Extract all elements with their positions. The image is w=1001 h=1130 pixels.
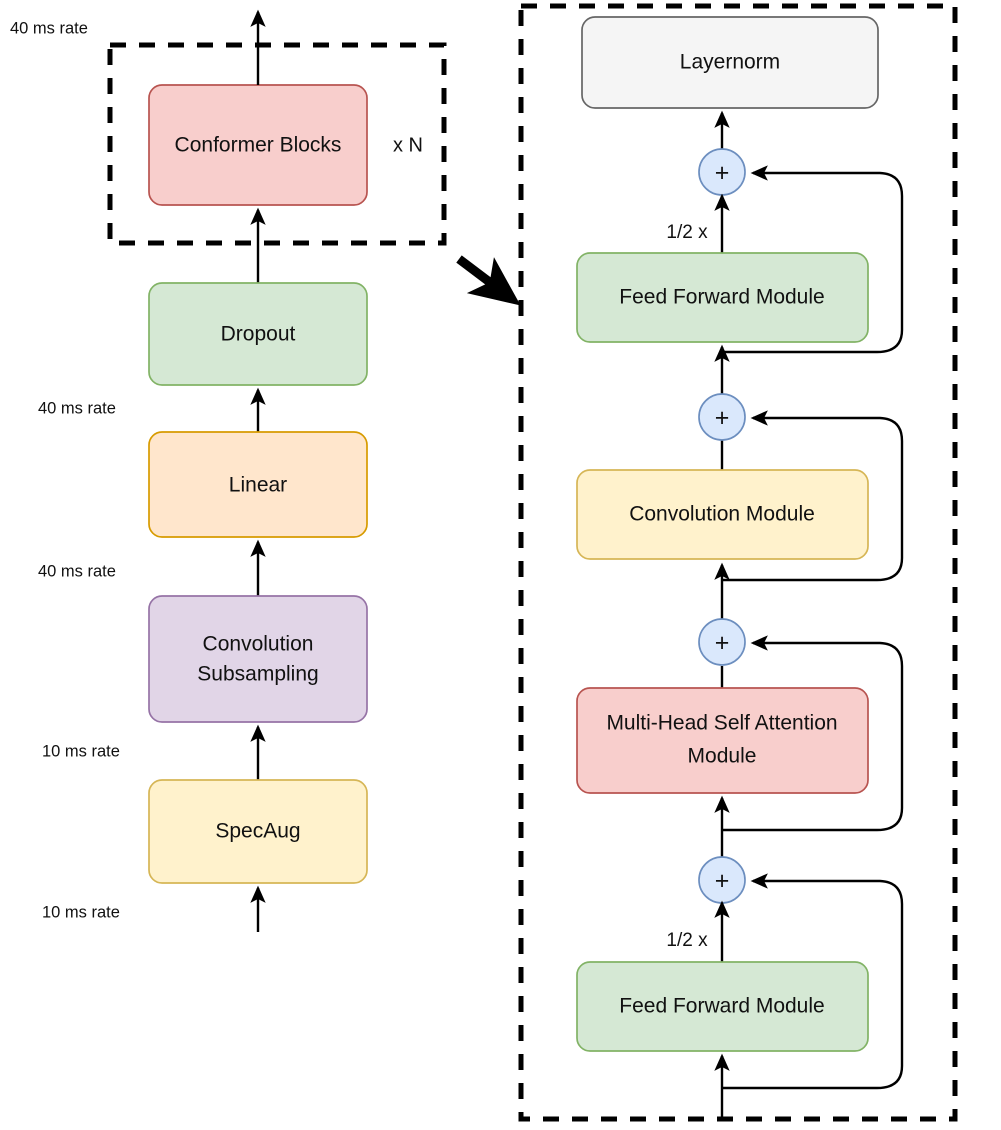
convolution-subsampling-label-line2: Subsampling: [197, 663, 318, 686]
dropout-label: Dropout: [221, 323, 296, 346]
rate-label-linear-input: 40 ms rate: [38, 562, 116, 580]
block-dropout[interactable]: Dropout: [148, 282, 368, 386]
layernorm-rect[interactable]: [581, 16, 879, 109]
adder-ffn-symbol: +: [715, 867, 730, 895]
adder-ffn[interactable]: +: [698, 856, 746, 904]
scale-label-bottom: 1/2 x: [666, 930, 708, 951]
block-linear[interactable]: Linear: [148, 431, 368, 538]
block-multi-head-self-attention-module[interactable]: Multi-Head Self Attention Module: [576, 687, 869, 794]
block-layernorm[interactable]: Layernorm: [581, 16, 879, 109]
conformer-blocks-group-box: [107, 42, 447, 246]
rate-label-output: 40 ms rate: [10, 19, 88, 37]
rate-label-input: 10 ms rate: [42, 903, 120, 921]
adder-mhsa-symbol: +: [715, 629, 730, 657]
adder-conv-symbol: +: [715, 404, 730, 432]
multi-head-self-attention-label-line2: Module: [688, 745, 757, 768]
adder-mhsa[interactable]: +: [698, 618, 746, 666]
linear-label: Linear: [229, 474, 287, 497]
block-convolution-module[interactable]: Convolution Module: [576, 469, 869, 560]
residual-connection-top-ffn: [722, 165, 904, 354]
multi-head-self-attention-label-line1: Multi-Head Self Attention: [606, 712, 837, 735]
multi-head-self-attention-module-rect[interactable]: [576, 687, 869, 794]
specaug-rect[interactable]: [148, 779, 368, 884]
adder-top[interactable]: +: [698, 148, 746, 196]
rate-label-subsampling-input: 10 ms rate: [42, 742, 120, 760]
block-convolution-subsampling[interactable]: Convolution Subsampling: [148, 595, 368, 723]
specaug-label: SpecAug: [215, 820, 300, 843]
block-conformer-blocks[interactable]: Conformer Blocks: [148, 84, 368, 206]
adder-mhsa-circle[interactable]: [698, 618, 746, 666]
expand-arrow-icon: [456, 255, 521, 306]
linear-rect[interactable]: [148, 431, 368, 538]
residual-connection-mhsa: [722, 635, 904, 832]
block-feed-forward-module-top[interactable]: Feed Forward Module: [576, 252, 869, 343]
convolution-module-rect[interactable]: [576, 469, 869, 560]
residual-connection-convolution: [722, 410, 904, 582]
feed-forward-module-bottom-label: Feed Forward Module: [619, 995, 824, 1018]
layernorm-label: Layernorm: [680, 51, 780, 74]
conformer-blocks-label: Conformer Blocks: [175, 134, 342, 157]
feed-forward-module-bottom-rect[interactable]: [576, 961, 869, 1052]
convolution-module-label: Convolution Module: [629, 503, 815, 526]
block-feed-forward-module-bottom[interactable]: Feed Forward Module: [576, 961, 869, 1052]
adder-conv-circle[interactable]: [698, 393, 746, 441]
rate-label-dropout-input: 40 ms rate: [38, 399, 116, 417]
block-specaug[interactable]: SpecAug: [148, 779, 368, 884]
adder-conv[interactable]: +: [698, 393, 746, 441]
convolution-subsampling-rect[interactable]: [148, 595, 368, 723]
adder-top-symbol: +: [715, 159, 730, 187]
dropout-rect[interactable]: [148, 282, 368, 386]
conformer-block-group-box: [518, 3, 958, 1122]
scale-label-top: 1/2 x: [666, 222, 708, 243]
feed-forward-module-top-label: Feed Forward Module: [619, 286, 824, 309]
conformer-blocks-repeat-label: x N: [393, 134, 423, 156]
feed-forward-module-top-rect[interactable]: [576, 252, 869, 343]
residual-connection-bottom-ffn: [722, 873, 904, 1090]
convolution-subsampling-label-line1: Convolution: [203, 633, 314, 656]
